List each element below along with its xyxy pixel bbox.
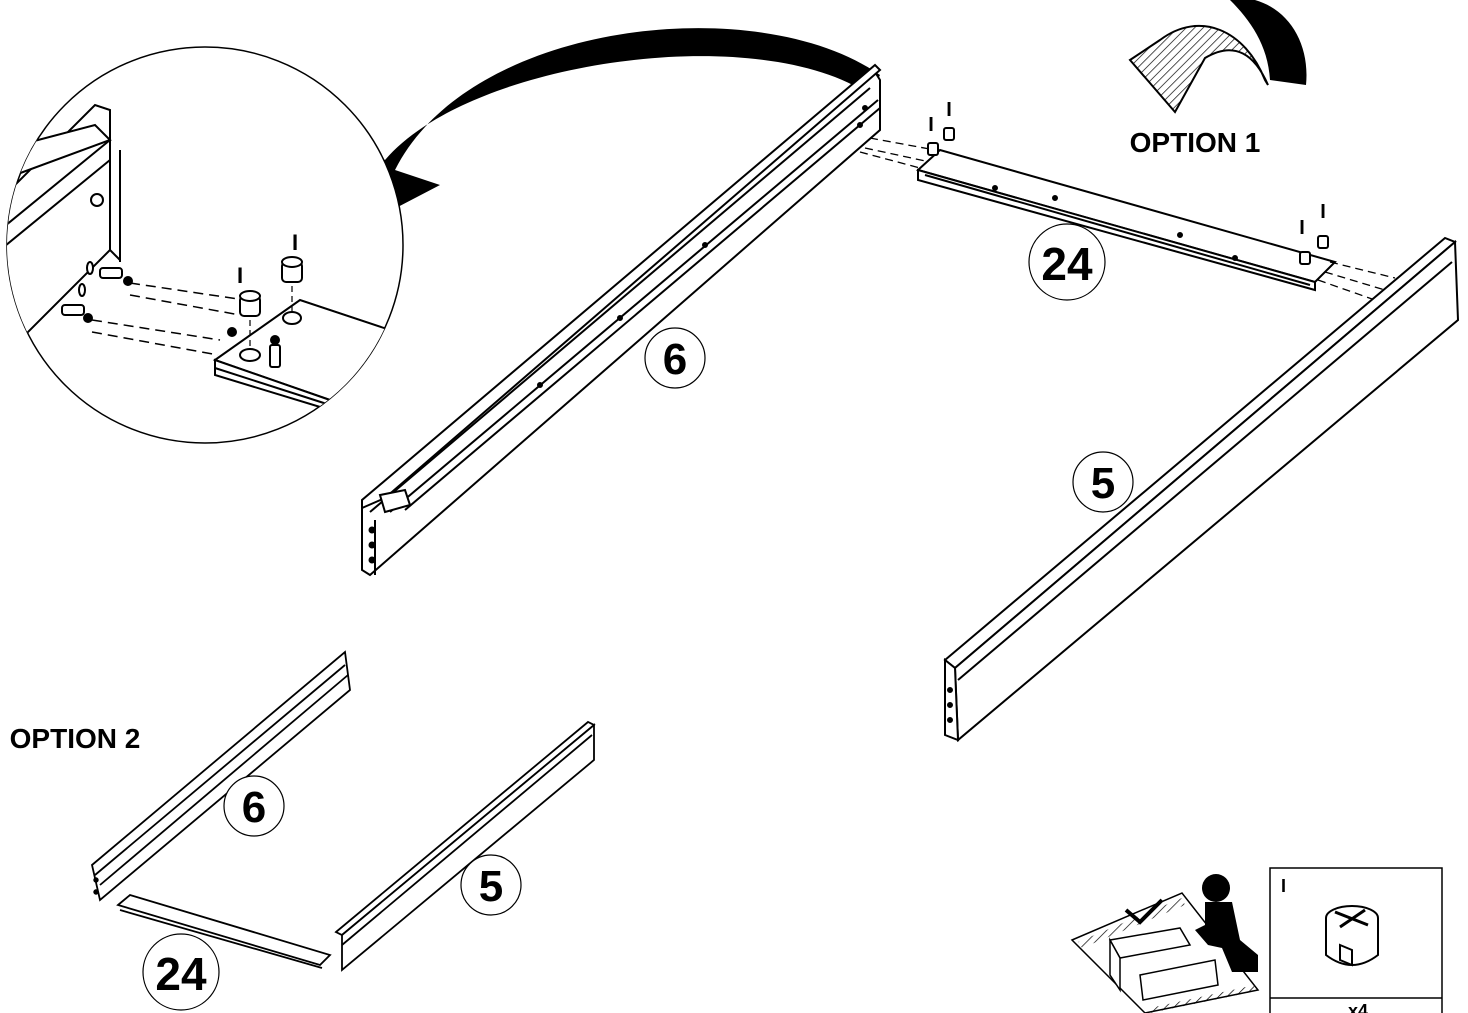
- part-24-number-small: 24: [155, 948, 207, 1000]
- hardware-letter-c: I: [1320, 201, 1326, 223]
- cam-lock-icon: [1325, 905, 1379, 967]
- hardware-letter-a: I: [946, 99, 952, 121]
- part-6-number: 6: [663, 335, 687, 384]
- hardware-letter-d: I: [1299, 217, 1305, 239]
- part-5-number-small: 5: [479, 862, 503, 911]
- back-panel-24-large: [915, 127, 1337, 292]
- flip-arrow-black: [348, 28, 880, 232]
- alignment-lines-right: [1317, 261, 1396, 301]
- part-24-callout-small: 24: [142, 933, 220, 1011]
- option-2-label: OPTION 2: [10, 723, 141, 754]
- hardware-letter-zoom-1: I: [292, 230, 298, 255]
- detail-zoom-circle: I I: [6, 46, 404, 444]
- rail-6-small: [91, 650, 351, 902]
- rail-6-large: [361, 63, 882, 577]
- checkmark-icon: [1124, 898, 1164, 925]
- part-24-callout-large: 24: [1028, 223, 1106, 301]
- hardware-box-letter: I: [1281, 876, 1286, 896]
- option-1-label: OPTION 1: [1130, 127, 1261, 158]
- person-icon: [1202, 874, 1230, 902]
- part-5-callout-large: 5: [1072, 451, 1134, 513]
- part-6-callout-small: 6: [223, 775, 285, 837]
- hardware-letter-zoom-2: I: [237, 263, 243, 288]
- part-5-callout-small: 5: [460, 854, 522, 916]
- hardware-letter-b: I: [928, 114, 934, 136]
- hardware-box-quantity: x4: [1348, 1001, 1368, 1013]
- part-24-number: 24: [1041, 238, 1093, 290]
- rail-5-large: [943, 236, 1460, 743]
- back-panel-24-small: [116, 893, 332, 969]
- rail-5-small: [334, 720, 596, 972]
- alignment-lines-top: [859, 137, 936, 169]
- hardware-box: [1269, 867, 1443, 1013]
- part-5-number: 5: [1091, 459, 1115, 508]
- part-6-number-small: 6: [242, 783, 266, 832]
- part-6-callout-large: 6: [644, 327, 706, 389]
- flip-arrow-hatched: [1128, 0, 1307, 114]
- workspace-pictogram: [1070, 874, 1260, 1013]
